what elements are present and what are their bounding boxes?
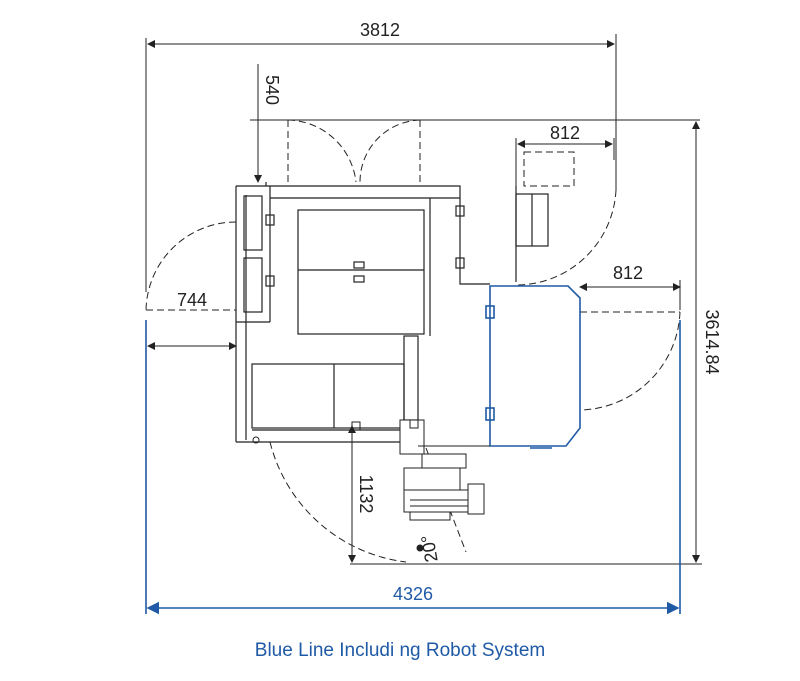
dimension-812-right-label: 812 [613, 263, 643, 283]
dimension-812-upper-label: 812 [550, 123, 580, 143]
machine-details [252, 419, 419, 444]
dimension-1132-label: 1132 [356, 475, 376, 514]
angle-label: 20° [417, 533, 441, 563]
dimension-812-right [579, 280, 681, 310]
machine-body [235, 182, 549, 443]
dimension-4326-label: 4326 [393, 584, 433, 604]
robot-enclosure [485, 285, 581, 449]
dimension-3614-label: 3614.84 [702, 309, 722, 374]
dimension-812-upper [515, 138, 615, 190]
dimension-540 [250, 64, 700, 183]
dimension-744-label: 744 [177, 290, 207, 310]
dimension-540-label: 540 [262, 75, 282, 105]
robot-arm [399, 419, 490, 552]
dimension-3812-label: 3812 [360, 20, 400, 40]
dimension-4326 [145, 320, 681, 615]
dimension-3812 [145, 34, 617, 292]
dimension-3614 [350, 121, 702, 565]
caption: Blue Line Includi ng Robot System [254, 640, 546, 661]
